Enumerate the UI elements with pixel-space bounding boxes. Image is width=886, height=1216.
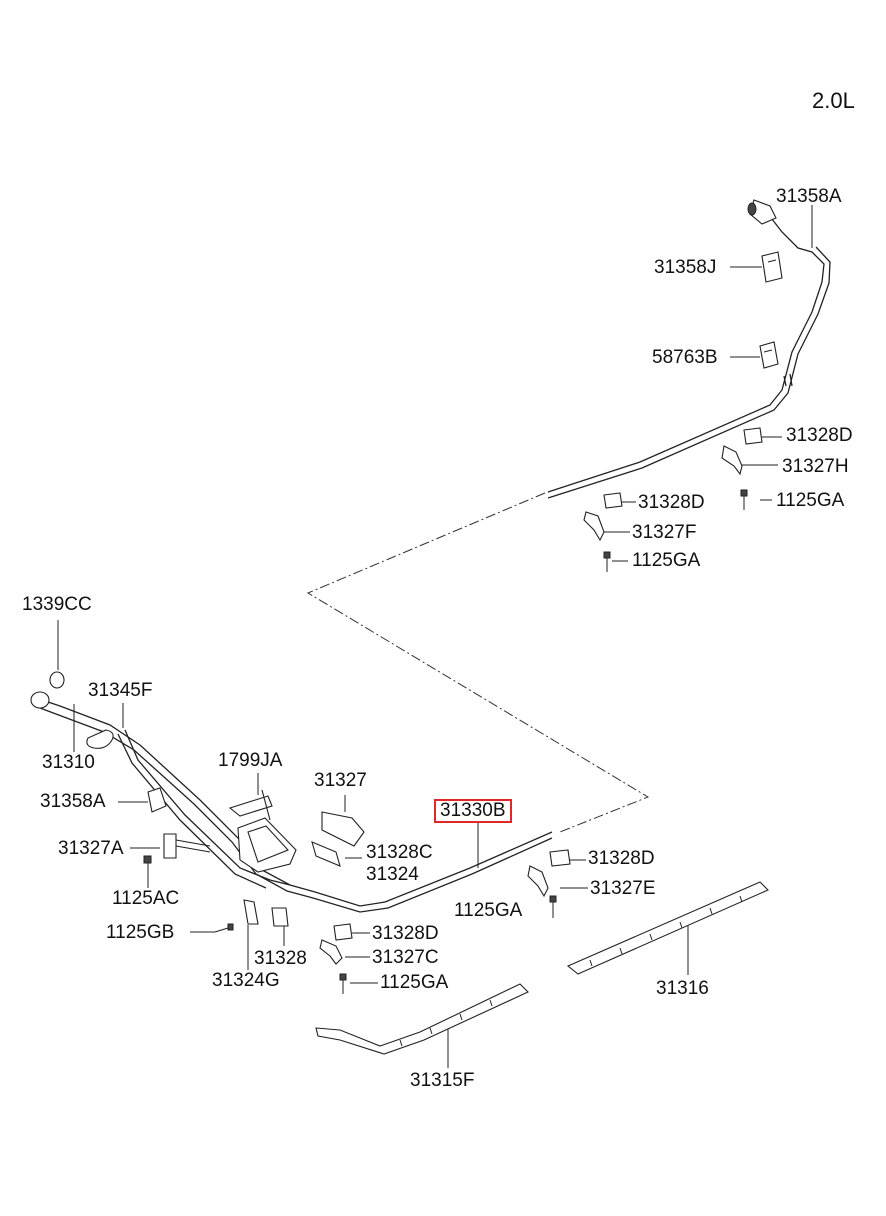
- holder-1799JA: [228, 789, 273, 821]
- label-31327E: 31327E: [590, 878, 656, 899]
- label-1125GA-r4: 1125GA: [380, 972, 449, 993]
- label-1799JA: 1799JA: [218, 750, 283, 771]
- bolt-1125GA-r2: [603, 551, 611, 572]
- clip-31328D-r2: [603, 492, 623, 509]
- clip-31328C: [311, 841, 341, 867]
- bracket-31327C: [319, 939, 343, 965]
- label-31358A-top: 31358A: [776, 186, 842, 207]
- label-1125AC: 1125AC: [112, 888, 180, 909]
- screw-1125AC: [143, 855, 152, 864]
- clip-31328D-r4: [333, 923, 353, 941]
- label-1125GA-r1: 1125GA: [776, 490, 845, 511]
- label-31316: 31316: [656, 978, 709, 999]
- bracket-31324G: [243, 899, 259, 925]
- fuel-tube-lower: [30, 691, 553, 913]
- engine-label: 2.0L: [812, 88, 855, 113]
- rail-31315F: [315, 983, 529, 1055]
- label-31327: 31327: [314, 770, 367, 791]
- bracket-31327H: [721, 445, 743, 476]
- label-31328D-r3: 31328D: [588, 848, 655, 869]
- tube-bend: [86, 729, 114, 749]
- clip-31328: [271, 907, 289, 927]
- label-31328C: 31328C: [366, 842, 433, 863]
- clamp-31327A: [163, 833, 211, 859]
- bracket-31327F: [583, 511, 605, 542]
- label-31345F: 31345F: [88, 680, 153, 701]
- label-31327A: 31327A: [58, 838, 124, 859]
- label-31324: 31324: [366, 864, 419, 885]
- bracket-31327E: [527, 865, 549, 898]
- break-line: [306, 492, 650, 833]
- fuel-tube-upper: [547, 213, 831, 499]
- grommet-1339CC: [49, 671, 65, 689]
- bolt-1125GA-r4: [339, 973, 347, 994]
- label-31315F: 31315F: [410, 1070, 475, 1091]
- tube-end-fitting: [30, 691, 50, 709]
- label-31328: 31328: [254, 948, 307, 969]
- label-31330B-highlighted[interactable]: 31330B: [434, 799, 512, 823]
- leader-lines: [57, 205, 813, 1068]
- label-31358A-left: 31358A: [40, 791, 106, 812]
- label-1125GB: 1125GB: [106, 922, 175, 943]
- clip-58763B: [759, 341, 779, 369]
- label-31310: 31310: [42, 752, 95, 773]
- label-31324G: 31324G: [212, 970, 280, 991]
- label-1125GA-r2: 1125GA: [632, 550, 701, 571]
- label-31328D-r4: 31328D: [372, 923, 439, 944]
- clip-31328D-r3: [549, 849, 571, 867]
- protector-31327: [321, 811, 365, 847]
- label-31327C: 31327C: [372, 947, 439, 968]
- bolt-1125GA-r3: [549, 895, 557, 918]
- top-connector: [747, 199, 777, 225]
- clip-31328D-r1: [743, 427, 763, 445]
- clip-31358A-left: [147, 787, 167, 813]
- label-31358J: 31358J: [654, 257, 717, 278]
- label-31327H: 31327H: [782, 456, 849, 477]
- label-31328D-r1: 31328D: [786, 425, 853, 446]
- bolt-1125GA-r1: [740, 489, 748, 510]
- label-1125GA-r3: 1125GA: [454, 900, 523, 921]
- label-1339CC: 1339CC: [22, 594, 92, 615]
- clip-31358J: [761, 251, 783, 283]
- label-58763B: 58763B: [652, 347, 718, 368]
- label-31327F: 31327F: [632, 522, 697, 543]
- rail-31316: [566, 881, 769, 975]
- screw-1125GB: [214, 923, 234, 933]
- label-31328D-r2: 31328D: [638, 492, 705, 513]
